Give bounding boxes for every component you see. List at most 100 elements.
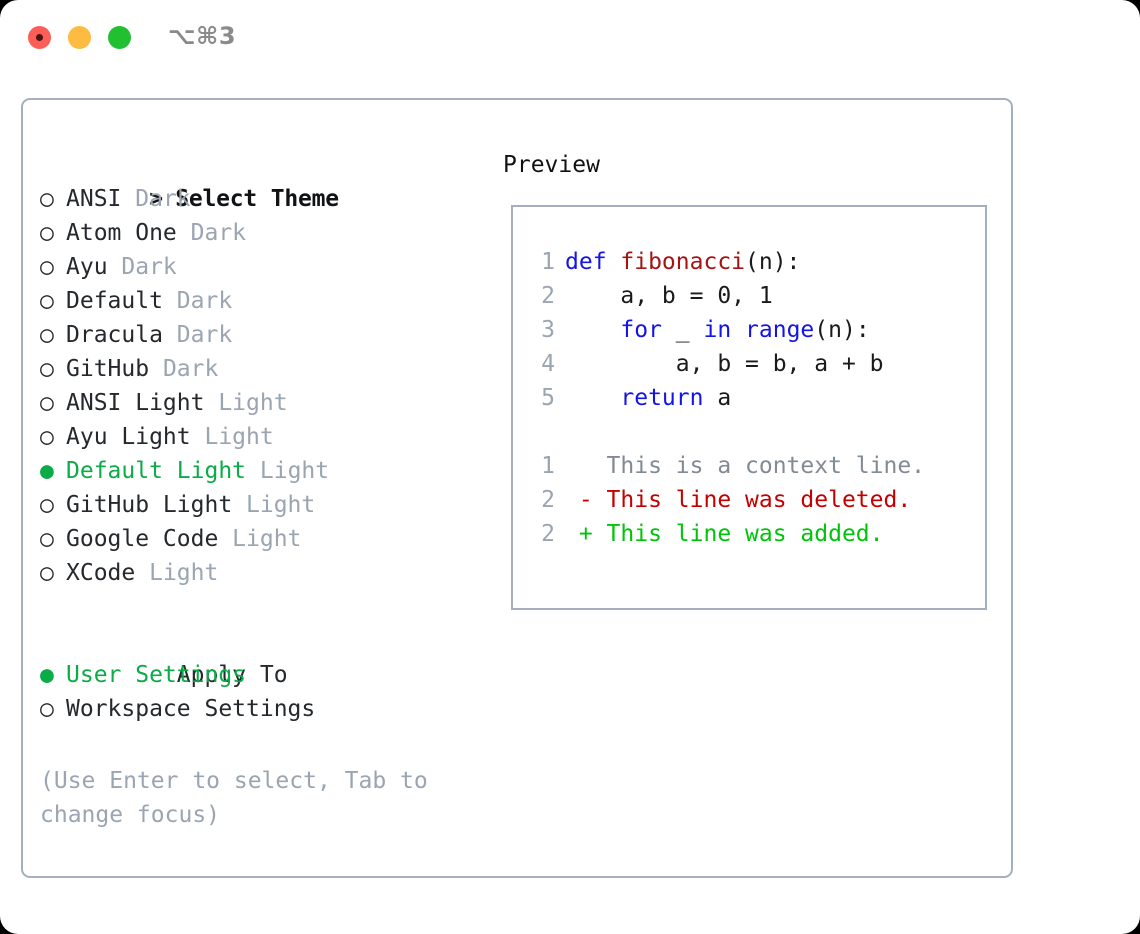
code-token: (n): (745, 249, 801, 275)
theme-list-item[interactable]: ○ ANSI Light Light (40, 386, 490, 420)
diff-lines: 1 This is a context line.2 - This line w… (531, 449, 925, 551)
theme-list-item[interactable]: ○ ANSI Dark (40, 182, 490, 216)
code-token (731, 317, 745, 343)
radio-unselected-icon: ○ (40, 492, 68, 518)
theme-variant-tag: Dark (162, 356, 219, 382)
code-line: 3 for _ in range(n): (531, 313, 925, 347)
theme-list-item[interactable]: ○ Google Code Light (40, 522, 490, 556)
radio-unselected-icon: ○ (40, 560, 68, 586)
theme-variant-tag: Dark (135, 186, 191, 212)
theme-name: Default (66, 288, 177, 314)
code-line: 5 return a (531, 381, 925, 415)
radio-selected-icon: ● (40, 458, 68, 484)
theme-variant-tag: Dark (121, 254, 177, 280)
apply-to-label: Apply To (40, 624, 490, 688)
theme-list-item[interactable]: ○ Default Dark (40, 284, 490, 318)
apply-to-option[interactable]: ● User Settings (40, 658, 490, 692)
apply-to-option[interactable]: ○ Workspace Settings (40, 692, 490, 726)
theme-list-item[interactable]: ● Default Light Light (40, 454, 490, 488)
theme-variant-tag: Light (246, 492, 316, 518)
radio-unselected-icon: ○ (40, 390, 68, 416)
theme-name: Ayu Light (66, 424, 205, 450)
traffic-lights (28, 26, 131, 49)
theme-list-item[interactable]: ○ Dracula Dark (40, 318, 490, 352)
theme-variant-tag: Dark (190, 220, 247, 246)
radio-unselected-icon: ○ (40, 424, 68, 450)
close-window-button[interactable] (28, 26, 51, 49)
code-token: range (745, 317, 815, 343)
theme-name: Ayu (66, 254, 122, 280)
code-blank-line (531, 415, 925, 449)
theme-name: ANSI Light (66, 390, 219, 416)
code-token: a, b = 0, 1 (565, 283, 773, 309)
diff-line: 2 + This line was added. (531, 517, 925, 551)
theme-variant-tag: Light (204, 424, 274, 450)
diff-text: + This line was added. (565, 521, 884, 547)
radio-unselected-icon: ○ (40, 696, 68, 722)
diff-line: 1 This is a context line. (531, 449, 925, 483)
theme-name: Google Code (66, 526, 233, 552)
code-line: 2 a, b = 0, 1 (531, 279, 925, 313)
apply-to-option-label: User Settings (66, 662, 247, 688)
theme-variant-tag: Dark (176, 288, 233, 314)
apply-to-option-label: Workspace Settings (66, 696, 316, 722)
theme-variant-tag: Light (218, 390, 288, 416)
content-panel: > Select Theme ○ ANSI Dark○ Atom One Dar… (21, 98, 1013, 878)
radio-unselected-icon: ○ (40, 186, 68, 212)
code-token: return (620, 385, 704, 411)
theme-list-item[interactable]: ○ GitHub Dark (40, 352, 490, 386)
radio-unselected-icon: ○ (40, 322, 68, 348)
apply-to-list: ● User Settings○ Workspace Settings (40, 658, 490, 726)
line-number: 2 (541, 521, 555, 547)
line-number: 1 (541, 249, 555, 275)
prompt-caret-icon: > (149, 186, 177, 212)
line-number: 3 (541, 317, 555, 343)
line-number: 4 (541, 351, 555, 377)
theme-list-item[interactable]: ○ XCode Light (40, 556, 490, 590)
code-token (565, 385, 620, 411)
diff-line: 2 - This line was deleted. (531, 483, 925, 517)
theme-picker-heading: > Select Theme (40, 148, 490, 212)
diff-text: - This line was deleted. (565, 487, 912, 513)
code-token: (n): (814, 317, 870, 343)
line-number: 2 (541, 283, 555, 309)
theme-picker: > Select Theme ○ ANSI Dark○ Atom One Dar… (40, 148, 490, 726)
theme-variant-tag: Light (259, 458, 330, 484)
radio-unselected-icon: ○ (40, 254, 68, 280)
radio-unselected-icon: ○ (40, 220, 68, 246)
theme-name: Default Light (66, 458, 260, 484)
apply-to-label-text: Apply To (176, 662, 288, 688)
theme-list-item[interactable]: ○ Ayu Light Light (40, 420, 490, 454)
theme-name: GitHub (66, 356, 163, 382)
title-bar: ⌥⌘3 (0, 0, 1140, 78)
line-number: 5 (541, 385, 555, 411)
theme-list-item[interactable]: ○ Ayu Dark (40, 250, 490, 284)
theme-list-item[interactable]: ○ Atom One Dark (40, 216, 490, 250)
theme-variant-tag: Light (232, 526, 302, 552)
theme-name: GitHub Light (66, 492, 247, 518)
code-token: for (620, 317, 662, 343)
theme-list-item[interactable]: ○ GitHub Light Light (40, 488, 490, 522)
code-token: _ (661, 317, 704, 343)
section-spacer (40, 590, 490, 624)
theme-name: Atom One (66, 220, 191, 246)
code-token: a (703, 385, 732, 411)
preview-title: Preview (503, 152, 600, 178)
minimize-window-button[interactable] (68, 26, 91, 49)
radio-selected-icon: ● (40, 662, 68, 688)
theme-picker-heading-label: Select Theme (175, 186, 339, 212)
line-number: 1 (541, 453, 555, 479)
code-token: fibonacci (620, 249, 746, 275)
theme-name: XCode (66, 560, 150, 586)
theme-variant-tag: Dark (176, 322, 233, 348)
maximize-window-button[interactable] (108, 26, 131, 49)
theme-name: Dracula (66, 322, 177, 348)
theme-variant-tag: Light (149, 560, 219, 586)
code-token: a, b = b, a + b (565, 351, 884, 377)
radio-unselected-icon: ○ (40, 526, 68, 552)
keyboard-hint: (Use Enter to select, Tab to change focu… (40, 768, 442, 828)
